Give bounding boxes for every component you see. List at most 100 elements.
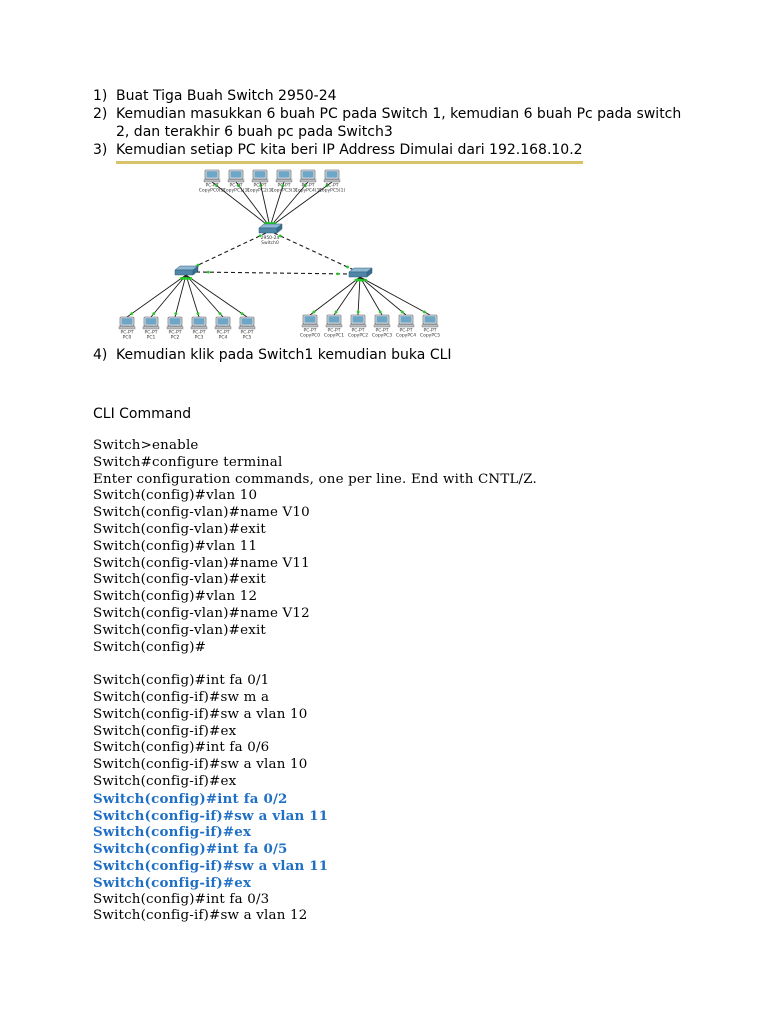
pc-type-label: PC-PT <box>328 328 341 334</box>
pc-type-label: PC-PT <box>169 330 182 336</box>
pc-screen-icon <box>424 316 436 323</box>
cli-line: Switch(config)#vlan 11 <box>93 538 258 554</box>
cli-line: Switch(config)# <box>93 639 207 655</box>
cli-line: Switch(config-vlan)#name V11 <box>93 555 310 571</box>
port-up-icon <box>237 184 241 187</box>
pc-name-label: PC4 <box>219 335 228 341</box>
port-up-icon <box>189 276 193 280</box>
port-up-icon <box>334 310 338 314</box>
switch-model-label: 2950-24 <box>261 235 280 241</box>
pc-screen-icon <box>304 316 316 323</box>
pc-name-label: CopyPC2 <box>348 333 368 339</box>
port-up-icon <box>240 312 244 316</box>
port-up-icon <box>378 310 382 314</box>
step-text: Kemudian klik pada Switch1 kemudian buka… <box>116 347 452 363</box>
pc-base-icon <box>373 324 391 328</box>
pc-type-label: PC-PT <box>230 183 243 189</box>
cli-blank-line <box>93 656 713 673</box>
ethernet-link <box>211 181 271 228</box>
pc-base-icon <box>325 324 343 328</box>
cli-section-title: CLI Command <box>93 406 192 422</box>
pc-type-label: PC-PT <box>217 330 230 336</box>
pc-screen-icon <box>302 171 314 178</box>
trunk-link <box>273 232 355 271</box>
cli-line: Switch(config)#int fa 0/3 <box>93 891 270 907</box>
step-text: Kemudian setiap PC kita beri IP Address … <box>116 142 583 164</box>
trunk-link <box>191 232 267 269</box>
ethernet-link <box>357 276 361 316</box>
cli-line: Switch(config-vlan)#exit <box>93 622 267 638</box>
pc-type-label: PC-PT <box>304 328 317 334</box>
steps-list: 1) Buat Tiga Buah Switch 2950-24 2) Kemu… <box>93 87 693 164</box>
switch-side-icon <box>276 223 283 234</box>
cli-line: Switch(config)#int fa 0/2 <box>93 790 288 807</box>
ethernet-link <box>269 181 333 228</box>
cli-line: Switch(config)#vlan 10 <box>93 488 258 504</box>
port-up-icon <box>346 265 349 269</box>
step-text: Buat Tiga Buah Switch 2950-24 <box>116 88 337 104</box>
port-up-icon <box>303 184 307 187</box>
ethernet-link <box>185 274 248 318</box>
pc-name-label: CopyPC3 <box>372 333 392 339</box>
pc-name-label: CopyPC2(1) <box>247 188 274 194</box>
ethernet-link <box>150 274 187 318</box>
ethernet-link <box>235 181 271 228</box>
port-up-icon <box>152 312 156 316</box>
ethernet-link <box>126 274 187 318</box>
switch-right-node[interactable] <box>348 267 373 278</box>
pc-name-label: CopyPC3(1) <box>271 188 298 194</box>
pc-name-label: CopyPC5(1) <box>319 188 346 194</box>
port-up-icon <box>358 278 362 282</box>
port-up-icon <box>181 276 185 280</box>
pc-type-label: PC-PT <box>352 328 365 334</box>
step-3: 3) Kemudian setiap PC kita beri IP Addre… <box>93 141 693 164</box>
pc-type-label: PC-PT <box>376 328 389 334</box>
cli-line: Switch(config-if)#ex <box>93 773 237 789</box>
port-up-icon <box>354 278 358 282</box>
port-up-icon <box>400 310 404 314</box>
pc-type-label: PC-PT <box>241 330 254 336</box>
pc-type-label: PC-PT <box>145 330 158 336</box>
cli-line: Switch(config-vlan)#exit <box>93 572 267 588</box>
ethernet-link <box>259 181 271 228</box>
port-up-icon <box>218 312 222 316</box>
nodes-layer: PC-PTCopyPC0(1)PC-PTCopyPC1(1)PC-PTCopyP… <box>118 169 440 341</box>
pc-base-icon <box>142 326 160 330</box>
step-number: 4) <box>93 347 108 363</box>
switch-left-node[interactable] <box>174 265 199 276</box>
pc-screen-icon <box>217 318 229 325</box>
ethernet-link <box>359 276 383 316</box>
ethernet-link <box>333 276 361 316</box>
pc-screen-icon <box>193 318 205 325</box>
pc-base-icon <box>323 179 341 183</box>
pc-screen-icon <box>278 171 290 178</box>
pc-screen-icon <box>400 316 412 323</box>
port-up-icon <box>364 278 367 282</box>
step-number: 1) <box>93 88 108 104</box>
pc-name-label: CopyPC4(1) <box>295 188 322 194</box>
port-up-icon <box>183 276 187 280</box>
pc-type-label: PC-PT <box>193 330 206 336</box>
cli-line: Switch(config-vlan)#name V10 <box>93 505 310 521</box>
cli-line: Switch(config-if)#sw m a <box>93 689 270 705</box>
